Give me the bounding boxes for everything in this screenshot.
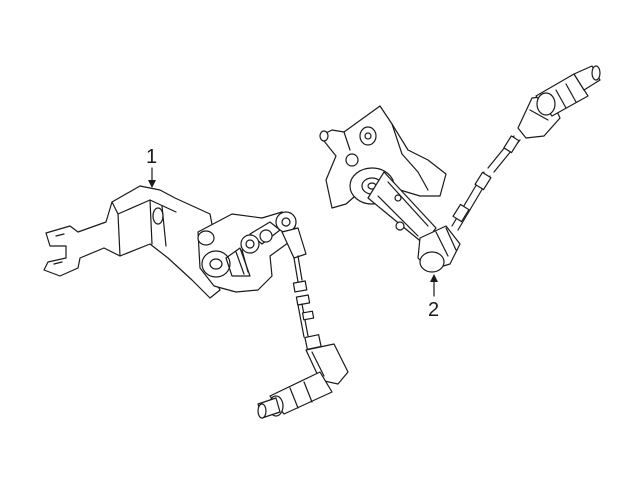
callout-label-1: 1 bbox=[146, 146, 157, 168]
part-1-link-rod bbox=[292, 255, 322, 350]
callout-2: 2 bbox=[428, 274, 439, 321]
callout-arrow-1 bbox=[148, 180, 156, 188]
callout-label-2: 2 bbox=[428, 299, 439, 321]
part-1-sensor-body bbox=[197, 211, 307, 293]
part-1-bracket bbox=[43, 185, 221, 299]
part-2-sensor-assembly bbox=[319, 65, 601, 273]
callout-arrow-2 bbox=[430, 274, 438, 282]
part-2-ball-end bbox=[417, 225, 461, 273]
part-2-link-rod bbox=[451, 135, 521, 231]
part-1-connector bbox=[257, 343, 349, 419]
part-1-sensor-assembly bbox=[43, 185, 349, 419]
callout-1: 1 bbox=[146, 146, 157, 188]
part-2-connector bbox=[517, 65, 601, 139]
part-2-sensor-arm bbox=[349, 167, 437, 245]
